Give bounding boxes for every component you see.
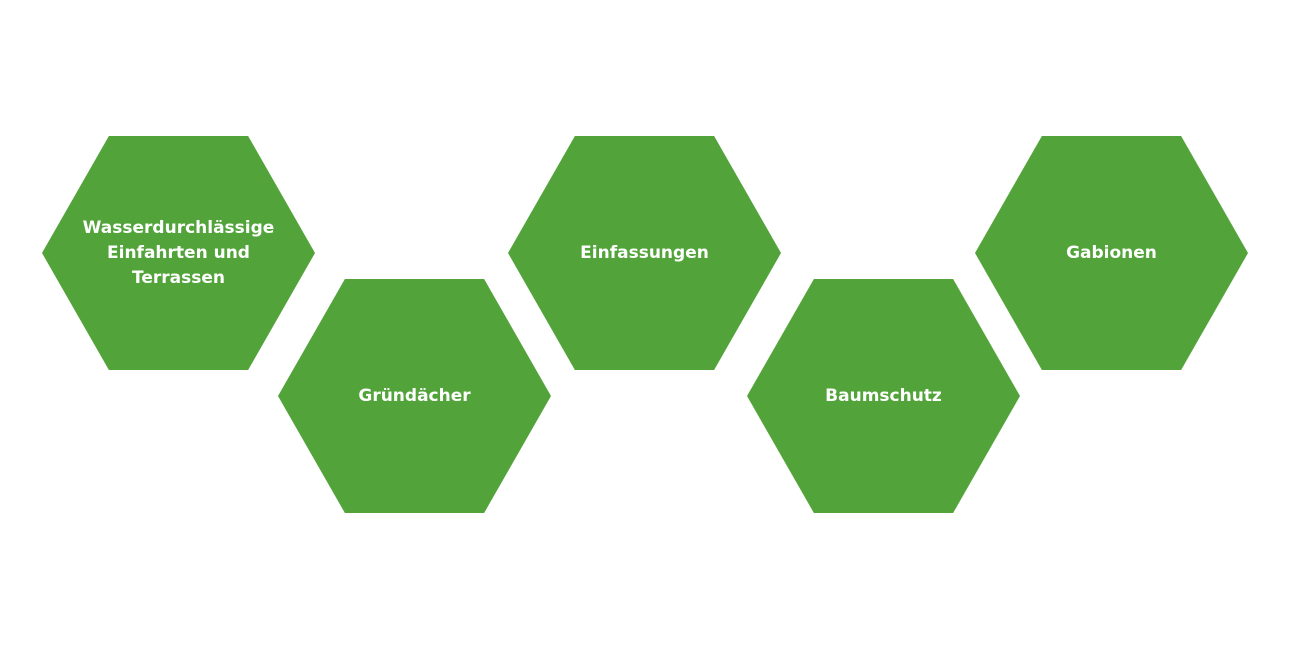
hexagon-edgings: Einfassungen	[508, 136, 781, 370]
hexagon-gabions: Gabionen	[975, 136, 1248, 370]
hexagon-permeable-driveways: Wasserdurchlässige Einfahrten und Terras…	[42, 136, 315, 370]
hexagon-label: Gründächer	[358, 385, 471, 406]
hexagon-label: Baumschutz	[825, 385, 942, 406]
hexagon-green-roofs: Gründächer	[278, 279, 551, 513]
hexagon-label: Gabionen	[1066, 242, 1157, 263]
hexagon-label: Wasserdurchlässige Einfahrten und Terras…	[82, 217, 275, 288]
hexagon-label: Einfassungen	[580, 242, 709, 263]
hexagon-tree-protection: Baumschutz	[747, 279, 1020, 513]
